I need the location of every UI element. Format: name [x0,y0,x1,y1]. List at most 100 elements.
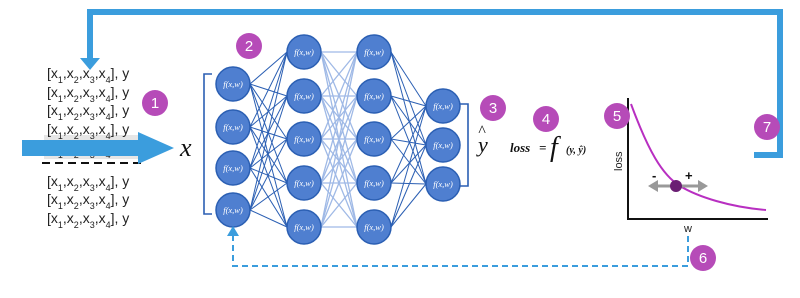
row-text: y [122,65,129,81]
subscript: 3 [90,112,95,122]
output-y-hat-symbol: y [476,132,488,157]
network-connection [390,183,427,228]
neuron-label: f(x,w) [223,163,243,173]
network-connection [390,105,427,140]
row-text: y [122,210,129,226]
neuron-node: f(x,w) [286,78,322,114]
loss-args: (y, ŷ) [566,145,586,156]
row-text: x [51,102,58,118]
row-text: x [83,84,90,100]
subscript: 1 [58,94,63,104]
badge-number: 5 [613,108,621,125]
neuron-node: f(x,w) [215,109,251,145]
loss-axis-label: loss [613,151,625,171]
plus-sign: + [685,168,693,183]
row-text: [ [47,84,51,100]
neuron-label: f(x,w) [294,222,314,232]
row-text: x [51,65,58,81]
dataset-row: [x1,x2,x3,x4], y [47,191,129,211]
network-connection [390,182,427,185]
neuron-label: f(x,w) [294,134,314,144]
feedback-loop-arrowhead [80,58,100,70]
neuron-label: f(x,w) [294,91,314,101]
row-text: x [51,84,58,100]
network-connection [249,126,288,184]
neuron-circle [425,166,461,202]
row-text: x [99,210,106,226]
network-nodes: f(x,w) f(x,w) f(x,w) f(x,w) f(x,w) f(x,w) f(x,… [215,34,461,245]
row-text: x [99,84,106,100]
subscript: 2 [74,220,79,230]
row-text: , [95,84,99,100]
row-text: x [67,210,74,226]
row-text: , [79,173,83,189]
loss-plot: - + loss w [613,98,768,235]
neuron-node: f(x,w) [215,192,251,228]
row-text: , [63,191,67,207]
step-badge-1: 1 [142,90,168,116]
network-connection [320,182,358,228]
neuron-label: f(x,w) [223,205,243,215]
neuron-label: f(x,w) [364,91,384,101]
row-text: , [63,65,67,81]
output-bracket [460,103,469,187]
row-text: y [122,173,129,189]
network-connection [390,95,427,107]
badge-circle [533,106,559,132]
gradient-arrow-right [698,180,708,192]
neuron-node: f(x,w) [286,209,322,245]
network-connection [390,51,427,185]
neuron-circle [356,78,392,114]
neuron-node: f(x,w) [286,165,322,201]
row-text: , [95,121,99,137]
badge-number: 2 [245,38,253,55]
subscript: 3 [90,94,95,104]
network-connection [390,138,427,185]
row-text: ], [111,102,123,118]
row-text: x [99,121,106,137]
network-connection [390,144,427,228]
backprop-dashed-arrowhead [227,226,239,236]
neuron-circle [356,209,392,245]
neuron-label: f(x,w) [223,79,243,89]
row-text: x [67,84,74,100]
subscript: 4 [106,183,111,193]
subscript: 2 [74,112,79,122]
subscript: 4 [106,131,111,141]
neuron-label: f(x,w) [223,122,243,132]
neuron-circle [215,109,251,145]
network-connection [249,51,288,211]
neuron-circle [215,66,251,102]
subscript: 1 [58,183,63,193]
neuron-circle [356,121,392,157]
subscript: 2 [74,131,79,141]
row-text: ], [111,210,123,226]
subscript: 1 [58,220,63,230]
row-text: x [51,121,58,137]
badge-number: 1 [151,95,159,112]
row-text: y [122,84,129,100]
input-x-symbol: x [179,133,192,162]
badge-number: 4 [542,111,550,128]
training-dataset: [x1,x2,x3,x4], y[x1,x2,x3,x4], y[x1,x2,x… [47,65,129,230]
network-connection [249,51,288,85]
neuron-circle [356,34,392,70]
neuron-node: f(x,w) [356,209,392,245]
row-text: x [83,65,90,81]
subscript: 3 [90,131,95,141]
feedback-loop-arrow [87,9,783,158]
row-text: x [99,191,106,207]
network-connection [320,51,358,228]
badge-number: 6 [699,250,707,267]
row-text: , [79,210,83,226]
badge-number: 7 [763,119,771,136]
row-text: x [67,65,74,81]
row-text: ], [111,121,123,137]
row-text: [ [47,102,51,118]
badge-number: 3 [489,100,497,117]
minus-sign: - [652,168,656,183]
row-text: [ [47,210,51,226]
neuron-node: f(x,w) [215,150,251,186]
row-text: , [95,210,99,226]
